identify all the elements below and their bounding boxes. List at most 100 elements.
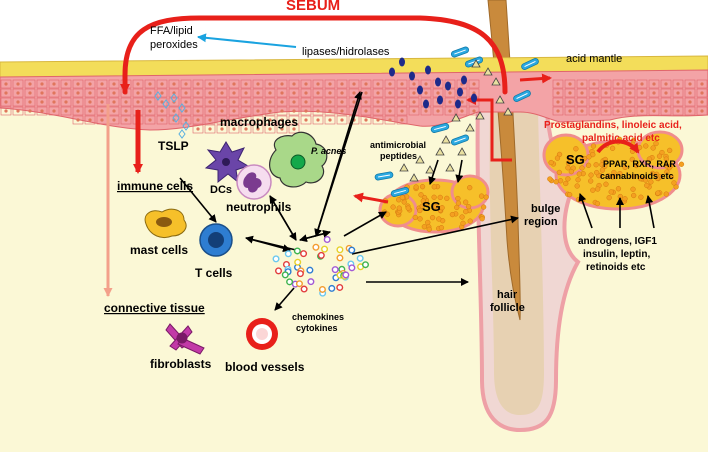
cell-nucleus (220, 118, 224, 122)
epidermis-cell (12, 79, 24, 89)
epidermis-cell (648, 79, 660, 89)
cell-nucleus (376, 118, 380, 122)
epidermis-cell (384, 115, 396, 125)
cell-nucleus (304, 109, 308, 113)
epidermis-cell (396, 79, 408, 89)
androgens-line3: retinoids etc (586, 262, 646, 273)
epidermis-cell (168, 79, 180, 89)
epidermis-cell (336, 115, 348, 125)
sebocyte (553, 179, 559, 185)
cell-nucleus (652, 91, 656, 95)
cell-nucleus (88, 109, 92, 113)
lipid-droplet (425, 65, 431, 75)
cell-nucleus (28, 109, 32, 113)
cell-nucleus (700, 82, 704, 86)
epidermis-cell (168, 97, 180, 107)
epidermis-cell (180, 97, 192, 107)
epidermis-cell (96, 88, 108, 98)
epidermis-cell (180, 115, 192, 125)
epidermis-cell (324, 79, 336, 89)
cell-nucleus (256, 91, 260, 95)
epidermis-cell (432, 106, 444, 116)
cell-nucleus (448, 100, 452, 104)
sebocyte (455, 195, 461, 202)
sebocyte (563, 180, 569, 187)
epidermis-cell (276, 124, 288, 134)
cell-nucleus (88, 91, 92, 95)
epidermis-cell (624, 97, 636, 107)
epidermis-cell (60, 97, 72, 107)
sebocyte (565, 165, 571, 171)
sebocyte (588, 172, 594, 178)
sg-left-label: SG (422, 199, 441, 214)
cell-nucleus (196, 109, 200, 113)
cell-nucleus (640, 100, 644, 104)
epidermis-cell (576, 106, 588, 116)
epidermis-cell (228, 88, 240, 98)
sebaceous-gland-right (542, 130, 685, 211)
epidermis-cell (252, 106, 264, 116)
sebocyte (467, 184, 473, 191)
cell-nucleus (184, 118, 188, 122)
epidermis-cell (312, 79, 324, 89)
sebocyte (574, 183, 580, 189)
cell-nucleus (640, 109, 644, 113)
sebocyte (557, 178, 564, 184)
red-arc-right-gland (596, 139, 640, 154)
lipid-droplet (423, 99, 429, 109)
cell-nucleus (292, 91, 296, 95)
cell-nucleus (664, 109, 668, 113)
sebocyte (575, 196, 582, 203)
epidermis-cell (60, 79, 72, 89)
sebocyte (390, 204, 396, 210)
cell-nucleus (352, 100, 356, 104)
sebocyte (483, 194, 489, 200)
epidermis-cell (684, 97, 696, 107)
antimicrobial-peptide (409, 173, 419, 182)
lipid-droplet (457, 87, 463, 97)
epidermis-cell (144, 88, 156, 98)
epidermis-cell (60, 88, 72, 98)
cell-nucleus (208, 127, 212, 131)
sebocyte (433, 203, 439, 210)
sebocyte (649, 170, 656, 177)
cell-nucleus (628, 109, 632, 113)
sebocyte (617, 170, 623, 177)
epidermis-cell (612, 97, 624, 107)
cell-nucleus (580, 109, 584, 113)
epidermis-cell (324, 106, 336, 116)
epidermis-cell (84, 106, 96, 116)
sebocyte (566, 155, 572, 161)
epidermis-cell (144, 106, 156, 116)
dcs-label: DCs (210, 184, 232, 196)
epidermis-cell (684, 106, 696, 116)
epidermis-cell (336, 88, 348, 98)
epidermis-cell (288, 124, 300, 134)
epidermis-cell (72, 106, 84, 116)
lipid-droplet (471, 93, 477, 103)
cell-nucleus (148, 118, 152, 122)
sebocyte (478, 193, 485, 199)
epidermis-cell (312, 115, 324, 125)
sebocyte (663, 156, 669, 162)
epidermis-cell (564, 88, 576, 98)
cell-nucleus (556, 91, 560, 95)
cytokine-particle (284, 250, 292, 258)
cell-nucleus (100, 118, 104, 122)
antimicrobial-peptide (445, 163, 455, 172)
cell-nucleus (412, 100, 416, 104)
cell-nucleus (628, 82, 632, 86)
epidermis-cell (624, 106, 636, 116)
cell-nucleus (160, 118, 164, 122)
sebocyte (595, 186, 601, 192)
epidermis-cell (132, 97, 144, 107)
cytokine-particle (286, 278, 294, 286)
epidermis-cell (408, 106, 420, 116)
cell-nucleus (16, 82, 20, 86)
antimicrobial-peptide (415, 155, 425, 164)
epidermis-cell (348, 79, 360, 89)
cell-nucleus (280, 109, 284, 113)
sebocyte (637, 176, 644, 182)
cell-nucleus (328, 109, 332, 113)
cell-nucleus (352, 82, 356, 86)
